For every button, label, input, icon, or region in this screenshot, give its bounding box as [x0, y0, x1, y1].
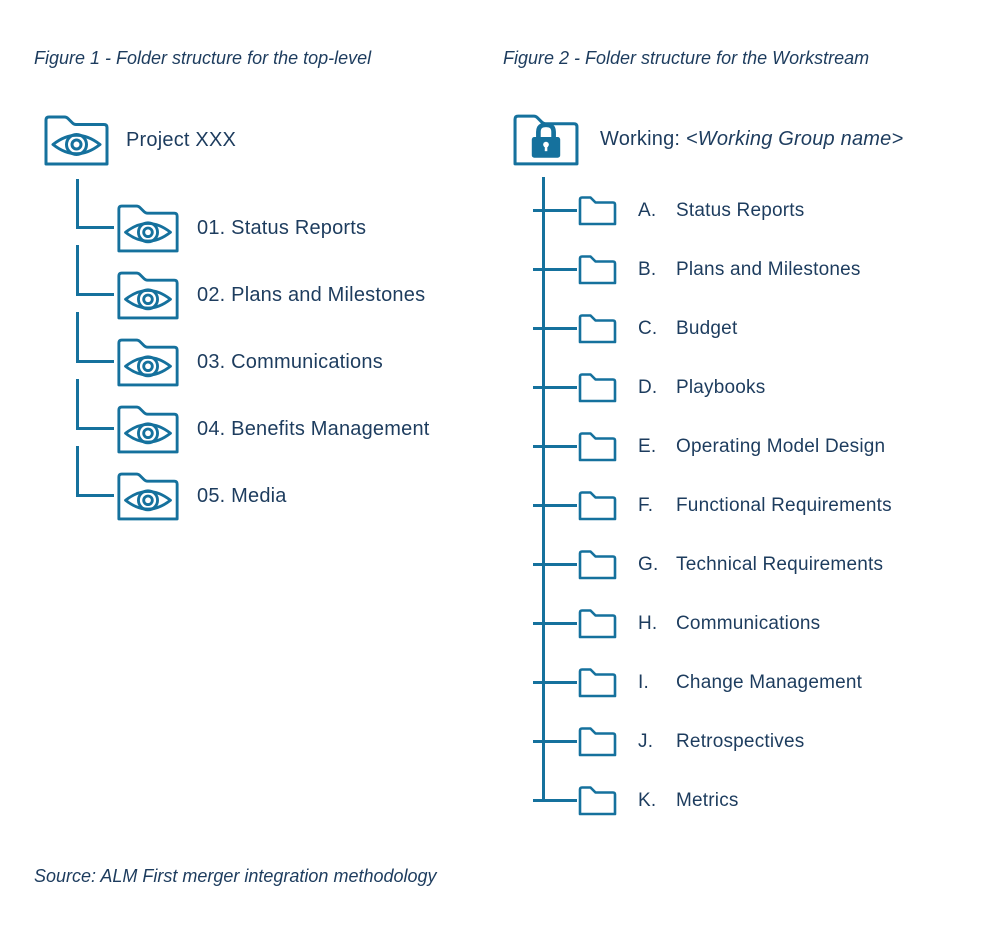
folder-icon [578, 431, 617, 462]
folder-icon [578, 726, 617, 757]
folder-row: 04. Benefits Management [116, 404, 430, 454]
folder-row: E. Operating Model Design [638, 434, 885, 460]
folder-row: B. Plans and Milestones [638, 257, 861, 283]
folder-letter: J. [638, 731, 654, 752]
source-note: Source: ALM First merger integration met… [34, 866, 437, 886]
folder-label: Playbooks [676, 377, 766, 398]
folder-letter: H. [638, 613, 658, 634]
folder-row: C. Budget [638, 316, 737, 342]
eye-folder-icon [43, 114, 110, 166]
tree-connector-horizontal [76, 427, 114, 430]
tree-connector-vertical [76, 379, 79, 430]
folder-row: F. Functional Requirements [638, 493, 892, 519]
folder-row: I. Change Management [638, 670, 862, 696]
folder-row: J. Retrospectives [638, 729, 804, 755]
folder-label: Budget [676, 318, 738, 339]
tree-connector-horizontal [76, 293, 114, 296]
tree-connector-horizontal [533, 504, 577, 507]
tree-connector-vertical [76, 312, 79, 363]
eye-folder-icon [116, 337, 180, 387]
folder-icon [578, 608, 617, 639]
folder-icon [578, 195, 617, 226]
lock-folder-icon [512, 113, 580, 166]
folder-letter: F. [638, 495, 654, 516]
folder-icon [578, 313, 617, 344]
folder-row: K. Metrics [638, 788, 739, 814]
folder-icon [578, 785, 617, 816]
folder-label: Operating Model Design [676, 436, 886, 457]
folder-label: Retrospectives [676, 731, 805, 752]
folder-icon [578, 490, 617, 521]
folder-label: Technical Requirements [676, 554, 884, 575]
folder-letter: D. [638, 377, 658, 398]
working-root-label: Working: <Working Group name> [600, 128, 903, 151]
folder-row: A. Status Reports [638, 198, 804, 224]
eye-folder-icon [116, 270, 180, 320]
tree-connector-horizontal [533, 445, 577, 448]
folder-label: 02. Plans and Milestones [197, 283, 426, 306]
folder-icon [578, 254, 617, 285]
folder-label: Status Reports [676, 200, 805, 221]
folder-icon [578, 549, 617, 580]
eye-folder-icon [116, 404, 180, 454]
tree-connector-horizontal [533, 327, 577, 330]
tree-connector-horizontal [76, 226, 114, 229]
tree-connector-horizontal [76, 494, 114, 497]
folder-label: Plans and Milestones [676, 259, 861, 280]
folder-label: Change Management [676, 672, 863, 693]
working-root-folder: Working: <Working Group name> [512, 113, 903, 166]
folder-icon [578, 667, 617, 698]
folder-row: 05. Media [116, 471, 287, 521]
folder-row: 03. Communications [116, 337, 383, 387]
tree-connector-vertical [76, 179, 79, 229]
folder-letter: K. [638, 790, 657, 811]
project-root-folder: Project XXX [43, 114, 236, 166]
folder-row: 01. Status Reports [116, 203, 366, 253]
folder-letter: E. [638, 436, 657, 457]
tree-spine [542, 177, 545, 802]
eye-folder-icon [116, 471, 180, 521]
tree-connector-horizontal [533, 681, 577, 684]
tree-connector-horizontal [533, 386, 577, 389]
folder-icon [578, 372, 617, 403]
folder-row: H. Communications [638, 611, 820, 637]
folder-label: Communications [676, 613, 821, 634]
folder-letter: I. [638, 672, 649, 693]
eye-folder-icon [116, 203, 180, 253]
tree-connector-horizontal [533, 799, 577, 802]
folder-letter: C. [638, 318, 658, 339]
tree-connector-horizontal [533, 209, 577, 212]
folder-row: G. Technical Requirements [638, 552, 883, 578]
project-root-label: Project XXX [126, 128, 237, 151]
folder-row: 02. Plans and Milestones [116, 270, 425, 320]
tree-connector-vertical [76, 245, 79, 296]
figure2-caption: Figure 2 - Folder structure for the Work… [503, 48, 870, 68]
working-root-label-prefix: Working: [600, 128, 686, 150]
folder-label: 03. Communications [197, 350, 383, 373]
working-root-label-name: <Working Group name> [685, 128, 904, 150]
folder-label: 01. Status Reports [197, 216, 367, 239]
folder-label: 04. Benefits Management [197, 417, 430, 440]
folder-letter: B. [638, 259, 657, 280]
tree-connector-horizontal [533, 622, 577, 625]
tree-connector-horizontal [533, 268, 577, 271]
figure1-caption: Figure 1 - Folder structure for the top-… [34, 48, 372, 68]
tree-connector-vertical [76, 446, 79, 497]
folder-label: 05. Media [197, 484, 287, 507]
folder-row: D. Playbooks [638, 375, 765, 401]
tree-connector-horizontal [533, 740, 577, 743]
folder-label: Functional Requirements [676, 495, 892, 516]
folder-letter: A. [638, 200, 657, 221]
folder-label: Metrics [676, 790, 739, 811]
tree-connector-horizontal [76, 360, 114, 363]
folder-letter: G. [638, 554, 659, 575]
tree-connector-horizontal [533, 563, 577, 566]
